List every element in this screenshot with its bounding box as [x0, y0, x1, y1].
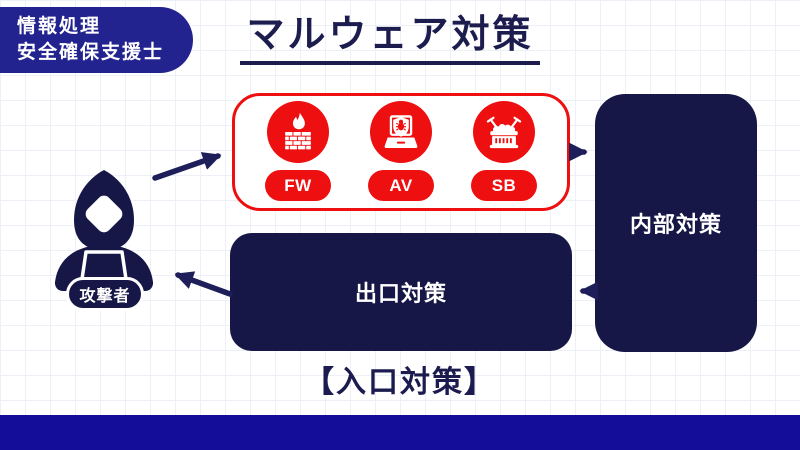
entry-defense-caption: 【入口対策】 — [304, 366, 496, 399]
entry-item-sandbox: SB — [471, 101, 537, 208]
course-badge-line2: 安全確保支援士 — [17, 41, 165, 63]
sandbox-icon — [473, 101, 535, 163]
hacker-icon — [54, 170, 154, 292]
firewall-icon — [267, 101, 329, 163]
exit-defense-box: 出口対策 — [230, 233, 572, 351]
arrow-attacker-to-entry — [152, 152, 222, 181]
entry-defense-box: FW AV — [232, 93, 570, 211]
antivirus-icon — [370, 101, 432, 163]
arrow-exit-to-attacker — [174, 271, 233, 297]
page-title: マルウェア対策 — [240, 14, 540, 65]
exit-defense-label: 出口対策 — [354, 281, 447, 306]
attacker-label: 攻撃者 — [66, 277, 144, 311]
internal-defense-box: 内部対策 — [595, 94, 757, 352]
entry-item-firewall: FW — [265, 101, 331, 208]
internal-defense-label: 内部対策 — [629, 212, 722, 237]
title-wrap: マルウェア対策 — [0, 14, 790, 65]
sandbox-label: SB — [471, 170, 537, 201]
entry-item-antivirus: AV — [368, 101, 434, 208]
course-badge: 情報処理 安全確保支援士 — [0, 7, 193, 73]
firewall-label: FW — [265, 170, 331, 201]
course-badge-line1: 情報処理 — [17, 15, 102, 37]
antivirus-label: AV — [368, 170, 434, 201]
bottom-bar — [0, 415, 800, 450]
